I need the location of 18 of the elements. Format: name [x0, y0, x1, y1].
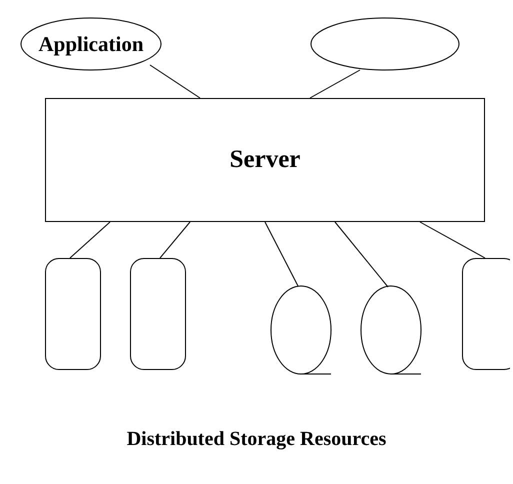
- node-label: Application: [38, 32, 144, 56]
- connector-line: [334, 222, 388, 288]
- connector-line: [264, 222, 298, 286]
- storage-box: [130, 258, 186, 370]
- ellipse-node: [310, 17, 460, 71]
- connector-line: [70, 222, 110, 258]
- storage-box: [45, 258, 101, 370]
- caption-label: Distributed Storage Resources: [126, 428, 388, 451]
- connector-line: [310, 70, 360, 98]
- ellipse-node: [20, 17, 162, 71]
- storage-box: [462, 258, 510, 370]
- connector-line: [160, 222, 190, 258]
- storage-oval: [360, 285, 422, 375]
- node-label: Server: [230, 146, 300, 174]
- connector-line: [150, 64, 200, 98]
- connector-line: [420, 222, 486, 258]
- server-box: [45, 98, 485, 222]
- storage-oval: [270, 285, 332, 375]
